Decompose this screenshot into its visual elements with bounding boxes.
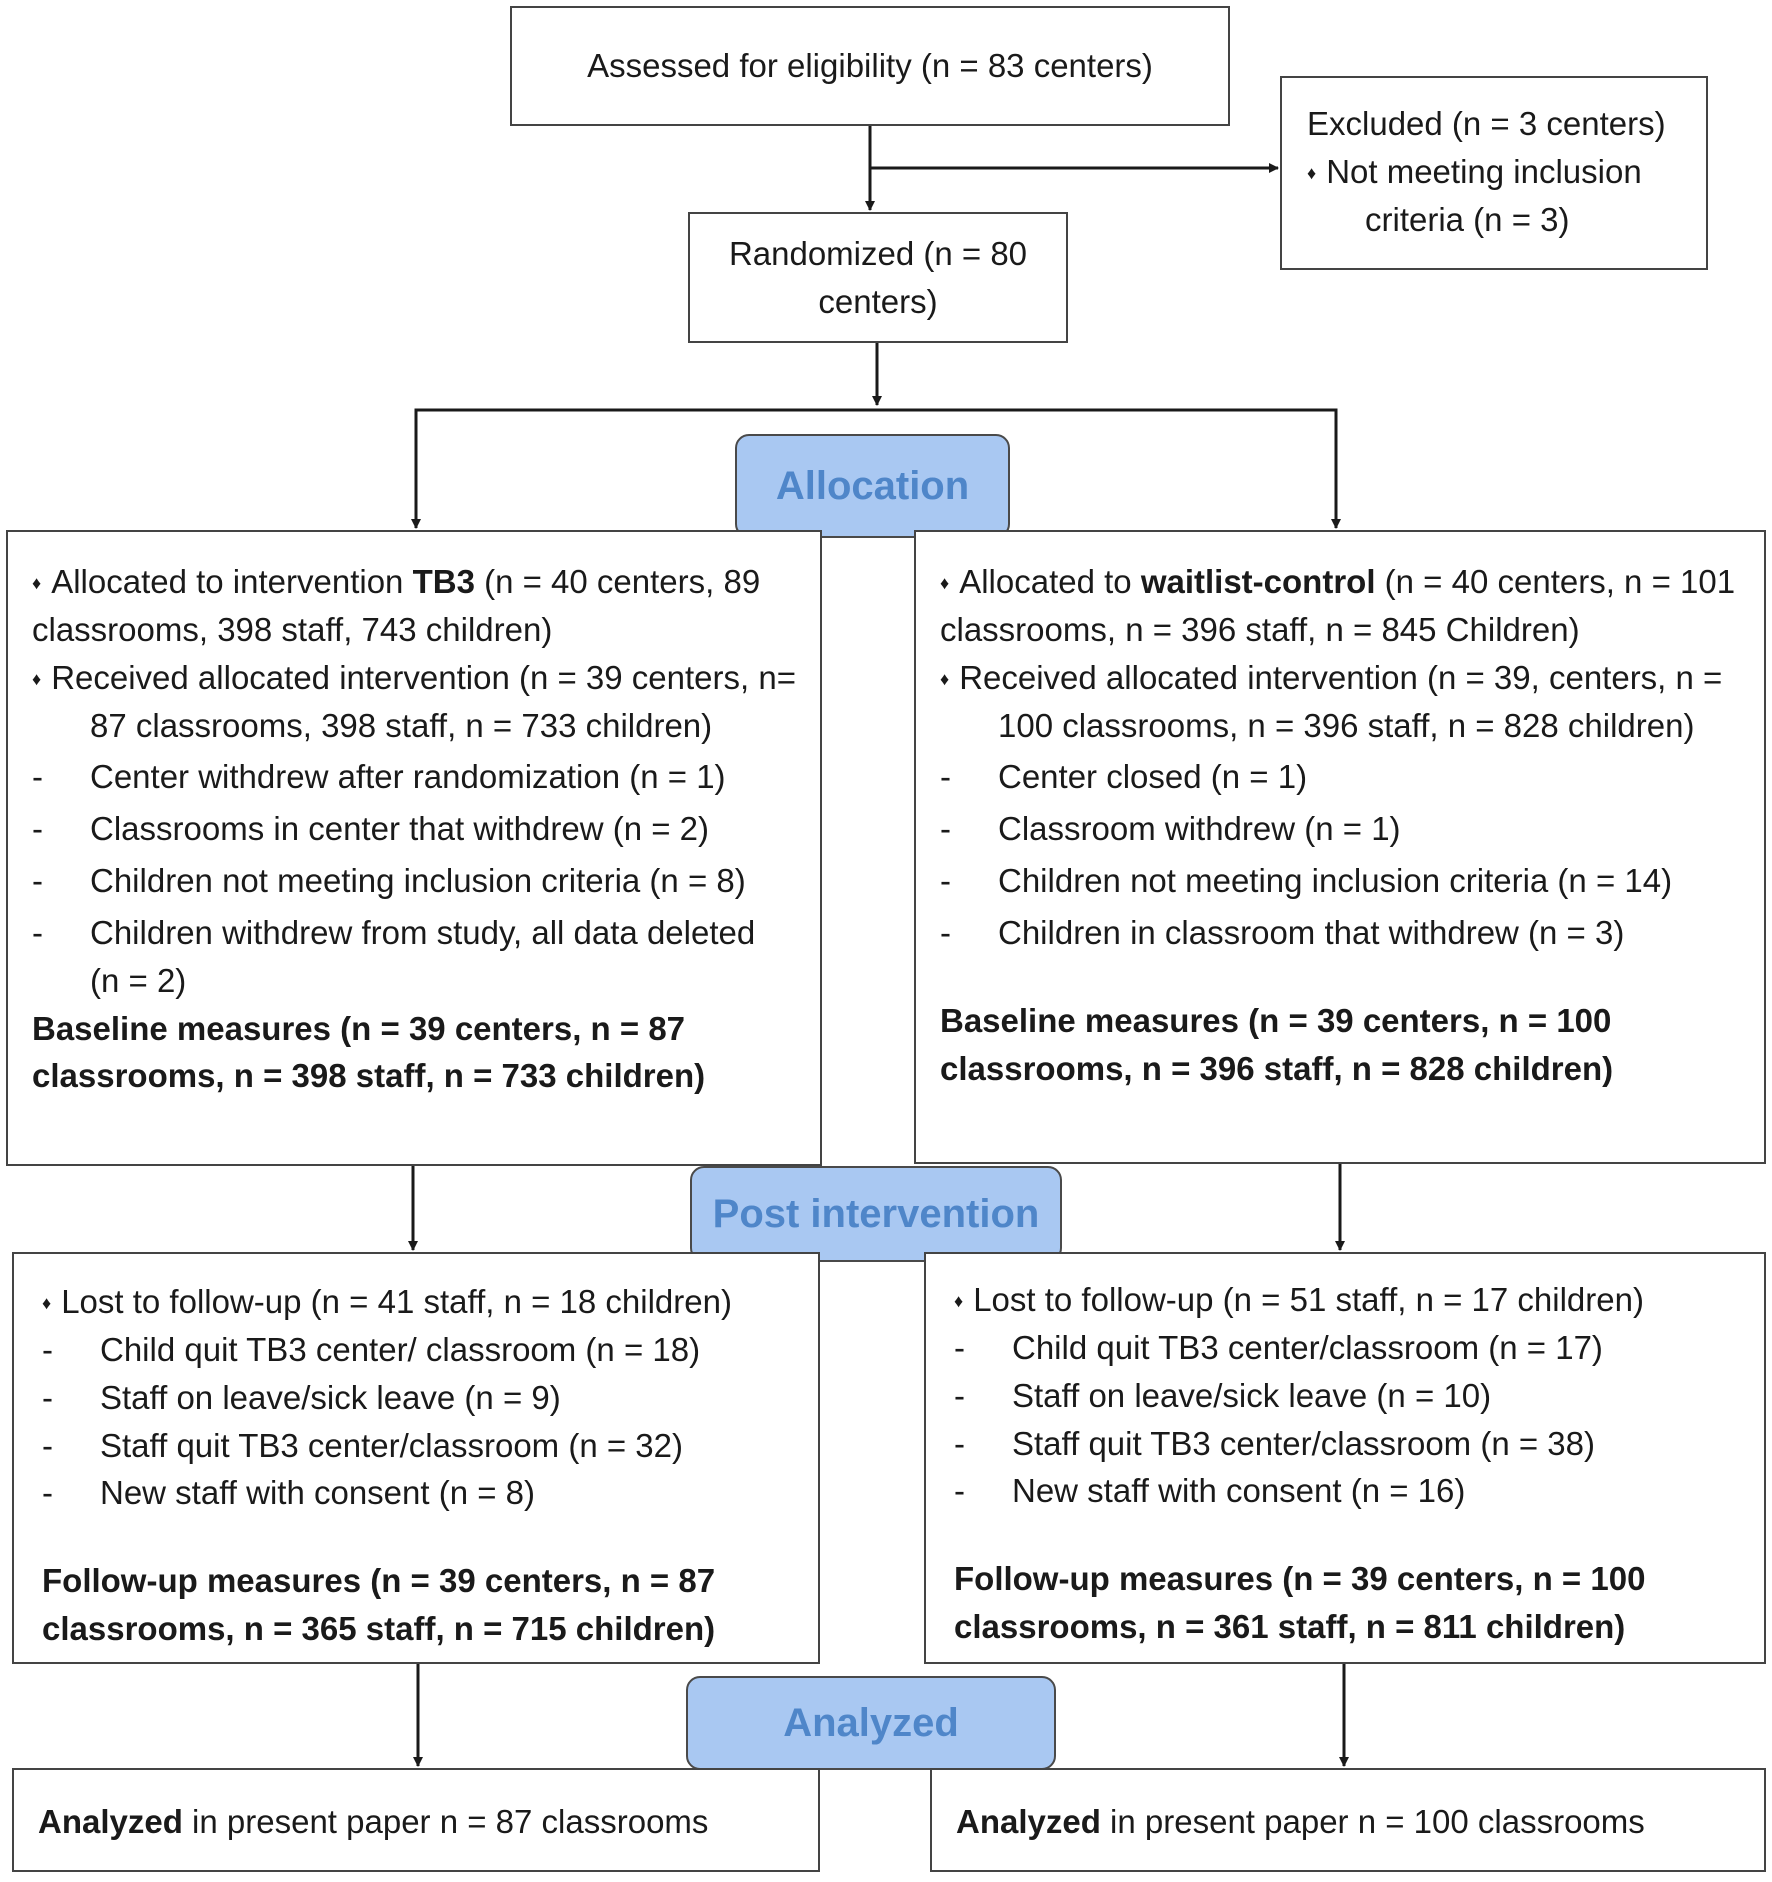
excluded-reason-1: Not meeting inclusion <box>1307 148 1706 196</box>
split-line <box>414 408 1338 528</box>
right-analyzed-text: Analyzed in present paper n = 100 classr… <box>956 1803 1645 1840</box>
randomized-line-1: Randomized (n = 80 <box>728 234 1028 272</box>
right-post-item: Child quit TB3 center/classroom (n = 17) <box>954 1324 1764 1372</box>
left-analyzed-text: Analyzed in present paper n = 87 classro… <box>38 1803 709 1840</box>
right-baseline-line-1: Baseline measures (n = 39 centers, n = 1… <box>940 1001 1612 1039</box>
right-allocation-box: Allocated to waitlist-control (n = 40 ce… <box>914 530 1766 1164</box>
right-exclusion-item: Children in classroom that withdrew (n =… <box>940 909 1764 957</box>
right-exclusion-item: Center closed (n = 1) <box>940 753 1764 801</box>
right-post-item: New staff with consent (n = 16) <box>954 1467 1764 1515</box>
left-lost-line: Lost to follow-up (n = 41 staff, n = 18 … <box>42 1278 818 1326</box>
excluded-title: Excluded (n = 3 centers) <box>1307 105 1666 142</box>
analyzed-label: Analyzed <box>686 1676 1056 1770</box>
left-allocated-line: Allocated to intervention TB3 (n = 40 ce… <box>32 558 820 606</box>
right-exclusion-item: Children not meeting inclusion criteria … <box>940 857 1764 905</box>
right-followup-line-2: classrooms, n = 361 staff, n = 811 child… <box>954 1608 1626 1646</box>
post-intervention-label: Post intervention <box>690 1166 1062 1262</box>
right-allocated-line: Allocated to waitlist-control (n = 40 ce… <box>940 558 1764 606</box>
left-followup-line-2: classrooms, n = 365 staff, n = 715 child… <box>42 1610 716 1648</box>
right-analyzed-box: Analyzed in present paper n = 100 classr… <box>930 1768 1766 1872</box>
left-received-line: Received allocated intervention (n = 39 … <box>32 654 820 702</box>
right-received-cont: 100 classrooms, n = 396 staff, n = 828 c… <box>998 706 1695 744</box>
excluded-box: Excluded (n = 3 centers) Not meeting inc… <box>1280 76 1708 270</box>
right-post-item: Staff quit TB3 center/classroom (n = 38) <box>954 1420 1764 1468</box>
right-lost-line: Lost to follow-up (n = 51 staff, n = 17 … <box>954 1276 1764 1324</box>
right-baseline-line-2: classrooms, n = 396 staff, n = 828 child… <box>940 1049 1614 1087</box>
excluded-reason-2: criteria (n = 3) <box>1365 200 1570 238</box>
left-received-cont: 87 classrooms, 398 staff, n = 733 childr… <box>90 706 713 744</box>
left-allocated-cont: classrooms, 398 staff, 743 children) <box>32 610 553 648</box>
left-exclusion-item: Children not meeting inclusion criteria … <box>32 857 820 905</box>
right-post-item: Staff on leave/sick leave (n = 10) <box>954 1372 1764 1420</box>
left-allocation-box: Allocated to intervention TB3 (n = 40 ce… <box>6 530 822 1166</box>
allocation-label: Allocation <box>735 434 1010 538</box>
assessed-box: Assessed for eligibility (n = 83 centers… <box>510 6 1230 126</box>
left-post-item: Child quit TB3 center/ classroom (n = 18… <box>42 1326 818 1374</box>
left-post-box: Lost to follow-up (n = 41 staff, n = 18 … <box>12 1252 820 1664</box>
left-exclusion-item: Center withdrew after randomization (n =… <box>32 753 820 801</box>
right-received-line: Received allocated intervention (n = 39,… <box>940 654 1764 702</box>
left-exclusion-item: Classrooms in center that withdrew (n = … <box>32 805 820 853</box>
right-followup-line-1: Follow-up measures (n = 39 centers, n = … <box>954 1560 1646 1598</box>
left-post-item: New staff with consent (n = 8) <box>42 1469 818 1517</box>
assessed-text: Assessed for eligibility (n = 83 centers… <box>587 47 1153 85</box>
left-followup-line-1: Follow-up measures (n = 39 centers, n = … <box>42 1562 716 1600</box>
left-post-item: Staff on leave/sick leave (n = 9) <box>42 1374 818 1422</box>
left-exclusion-item: Children withdrew from study, all data d… <box>32 909 820 957</box>
left-exclusion-cont: (n = 2) <box>90 961 187 999</box>
left-baseline-line-1: Baseline measures (n = 39 centers, n = 8… <box>32 1009 686 1047</box>
left-baseline-line-2: classrooms, n = 398 staff, n = 733 child… <box>32 1057 706 1095</box>
left-post-item: Staff quit TB3 center/classroom (n = 32) <box>42 1422 818 1470</box>
right-allocated-cont: classrooms, n = 396 staff, n = 845 Child… <box>940 610 1580 648</box>
right-post-box: Lost to follow-up (n = 51 staff, n = 17 … <box>924 1252 1766 1664</box>
left-analyzed-box: Analyzed in present paper n = 87 classro… <box>12 1768 820 1872</box>
randomized-box: Randomized (n = 80 centers) <box>688 212 1068 343</box>
right-exclusion-item: Classroom withdrew (n = 1) <box>940 805 1764 853</box>
randomized-line-2: centers) <box>818 282 938 320</box>
